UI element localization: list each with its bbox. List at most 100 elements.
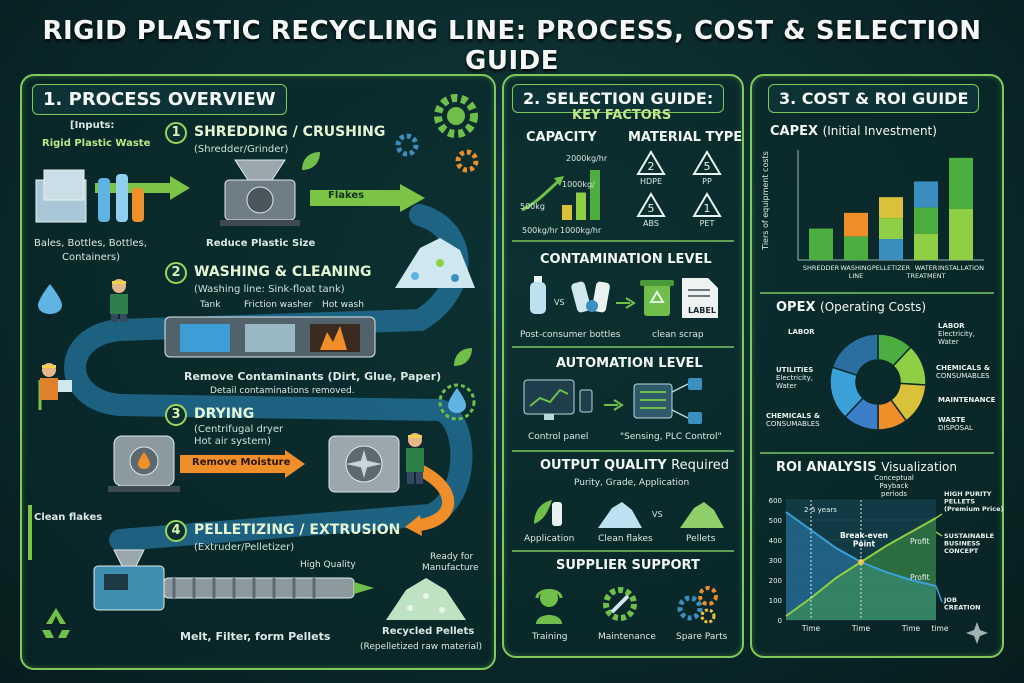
capacity-bar [590, 170, 600, 220]
output-quality-label: OUTPUT QUALITY Required [540, 458, 729, 473]
roi-arrow [935, 585, 943, 603]
divider [512, 550, 734, 552]
contamination-right: clean scrap [652, 330, 704, 340]
capex-bar [879, 218, 903, 240]
recycle-code-icon: 1 [692, 192, 722, 217]
recycle-code: 1 [704, 202, 711, 215]
inputs-caption: Bales, Bottles, Bottles, [34, 238, 147, 249]
step-number: 3 [165, 404, 187, 426]
step-subtitle-2: Hot air system) [194, 436, 271, 447]
worker-icon [406, 433, 424, 484]
capacity-bar [576, 192, 586, 220]
flakes-label: Flakes [328, 190, 365, 201]
cost-heading: 3. COST & ROI GUIDE [768, 84, 980, 113]
support-item: Maintenance [598, 632, 656, 642]
output-item: Clean flakes [598, 534, 653, 544]
step-note: Detail contaminations removed. [210, 386, 355, 396]
recycle-code: 5 [648, 202, 655, 215]
vs-label: VS [554, 298, 565, 307]
capex-tick-label: WASHING [840, 264, 871, 272]
wrench-gear-icon [603, 587, 637, 621]
opex-slice-label: CHEMICALS &CONSUMABLES [766, 412, 820, 428]
output-quality-title: OUTPUT QUALITY [540, 458, 667, 473]
recycle-code: 2 [648, 160, 655, 173]
capex-label: CAPEX (Initial Investment) [770, 124, 937, 139]
extruder-icon [93, 549, 374, 611]
crushed-bottles-icon [571, 281, 610, 313]
step-title: DRYING [194, 406, 255, 422]
roi-y-tick: 100 [769, 597, 782, 605]
opex-slice-label: LABOR [788, 328, 815, 336]
recycle-code-icon: 5 [636, 192, 666, 217]
opex-title: OPEX [776, 300, 816, 315]
pellets-pile-icon [680, 502, 724, 528]
step-subtitle: (Centrifugal dryer [194, 424, 284, 435]
gears-icon [677, 586, 718, 624]
opex-suffix: (Operating Costs) [820, 300, 927, 314]
capex-bar [949, 208, 973, 260]
capex-tick-label: INSTALLATION [938, 264, 984, 272]
ready-label: Ready for [430, 552, 474, 562]
automation-right: "Sensing, PLC Control" [620, 432, 722, 442]
hot-air-dryer-icon [328, 435, 400, 493]
step-result: Remove Contaminants (Dirt, Glue, Paper) [184, 370, 442, 383]
leaf-icon [454, 348, 472, 366]
roi-y-tick: 600 [769, 497, 782, 505]
capacity-label: CAPACITY [526, 130, 597, 145]
step-title: PELLETIZING / EXTRUSION [194, 522, 401, 538]
gear-icon [395, 133, 419, 157]
roi-y-tick: 500 [769, 517, 782, 525]
centrifugal-dryer-icon [108, 435, 180, 492]
capacity-chart [521, 170, 600, 220]
roi-y-tick: 400 [769, 537, 782, 545]
capex-tick-label: SHREDDER [803, 264, 840, 272]
opex-label: OPEX (Operating Costs) [776, 300, 926, 315]
worker-icon [40, 363, 72, 400]
bottle-icon [534, 500, 562, 526]
capex-bar [949, 157, 973, 209]
capex-ylabel: Tiers of equipment costs [760, 151, 770, 250]
output-label: Recycled Pellets [382, 626, 475, 637]
opex-slice [831, 333, 879, 377]
shredder-icon [220, 159, 300, 226]
divider [512, 450, 734, 452]
step-number: 4 [165, 520, 187, 542]
clean-flakes-label: Clean flakes [34, 512, 103, 523]
plastic-bales-icon [35, 169, 144, 223]
arrow-right-icon [616, 297, 636, 309]
capex-tick-label: LINE [849, 272, 864, 280]
capacity-axis-2: 1000kg/hr [560, 226, 602, 235]
gear-icon [455, 149, 479, 173]
opex-donut-hole [858, 362, 898, 402]
support-item: Spare Parts [676, 632, 728, 642]
vs-label: VS [652, 510, 663, 519]
step-result: Reduce Plastic Size [206, 238, 316, 249]
capex-bar [844, 212, 868, 237]
roi-suffix: Visualization [881, 460, 957, 474]
roi-annotation: Profit [910, 573, 930, 582]
capacity-axis-1: 500kg/hr [522, 226, 559, 235]
gear-icon [434, 94, 478, 138]
step-number: 1 [165, 122, 187, 144]
capacity-top: 2000kg/hr [566, 154, 608, 163]
divider [760, 292, 994, 294]
control-panel-icon [523, 379, 593, 420]
output-sub: (Repelletized raw material) [360, 642, 483, 652]
arrow-right-icon [604, 399, 624, 411]
contamination-left: Post-consumer bottles [520, 330, 621, 340]
material-name: ABS [643, 219, 659, 228]
step-title: SHREDDING / CRUSHING [194, 124, 386, 140]
bottle-icon [530, 276, 546, 314]
material-name: PET [699, 219, 715, 228]
material-name: PP [702, 177, 712, 186]
recycle-code-icon: 5 [692, 150, 722, 175]
